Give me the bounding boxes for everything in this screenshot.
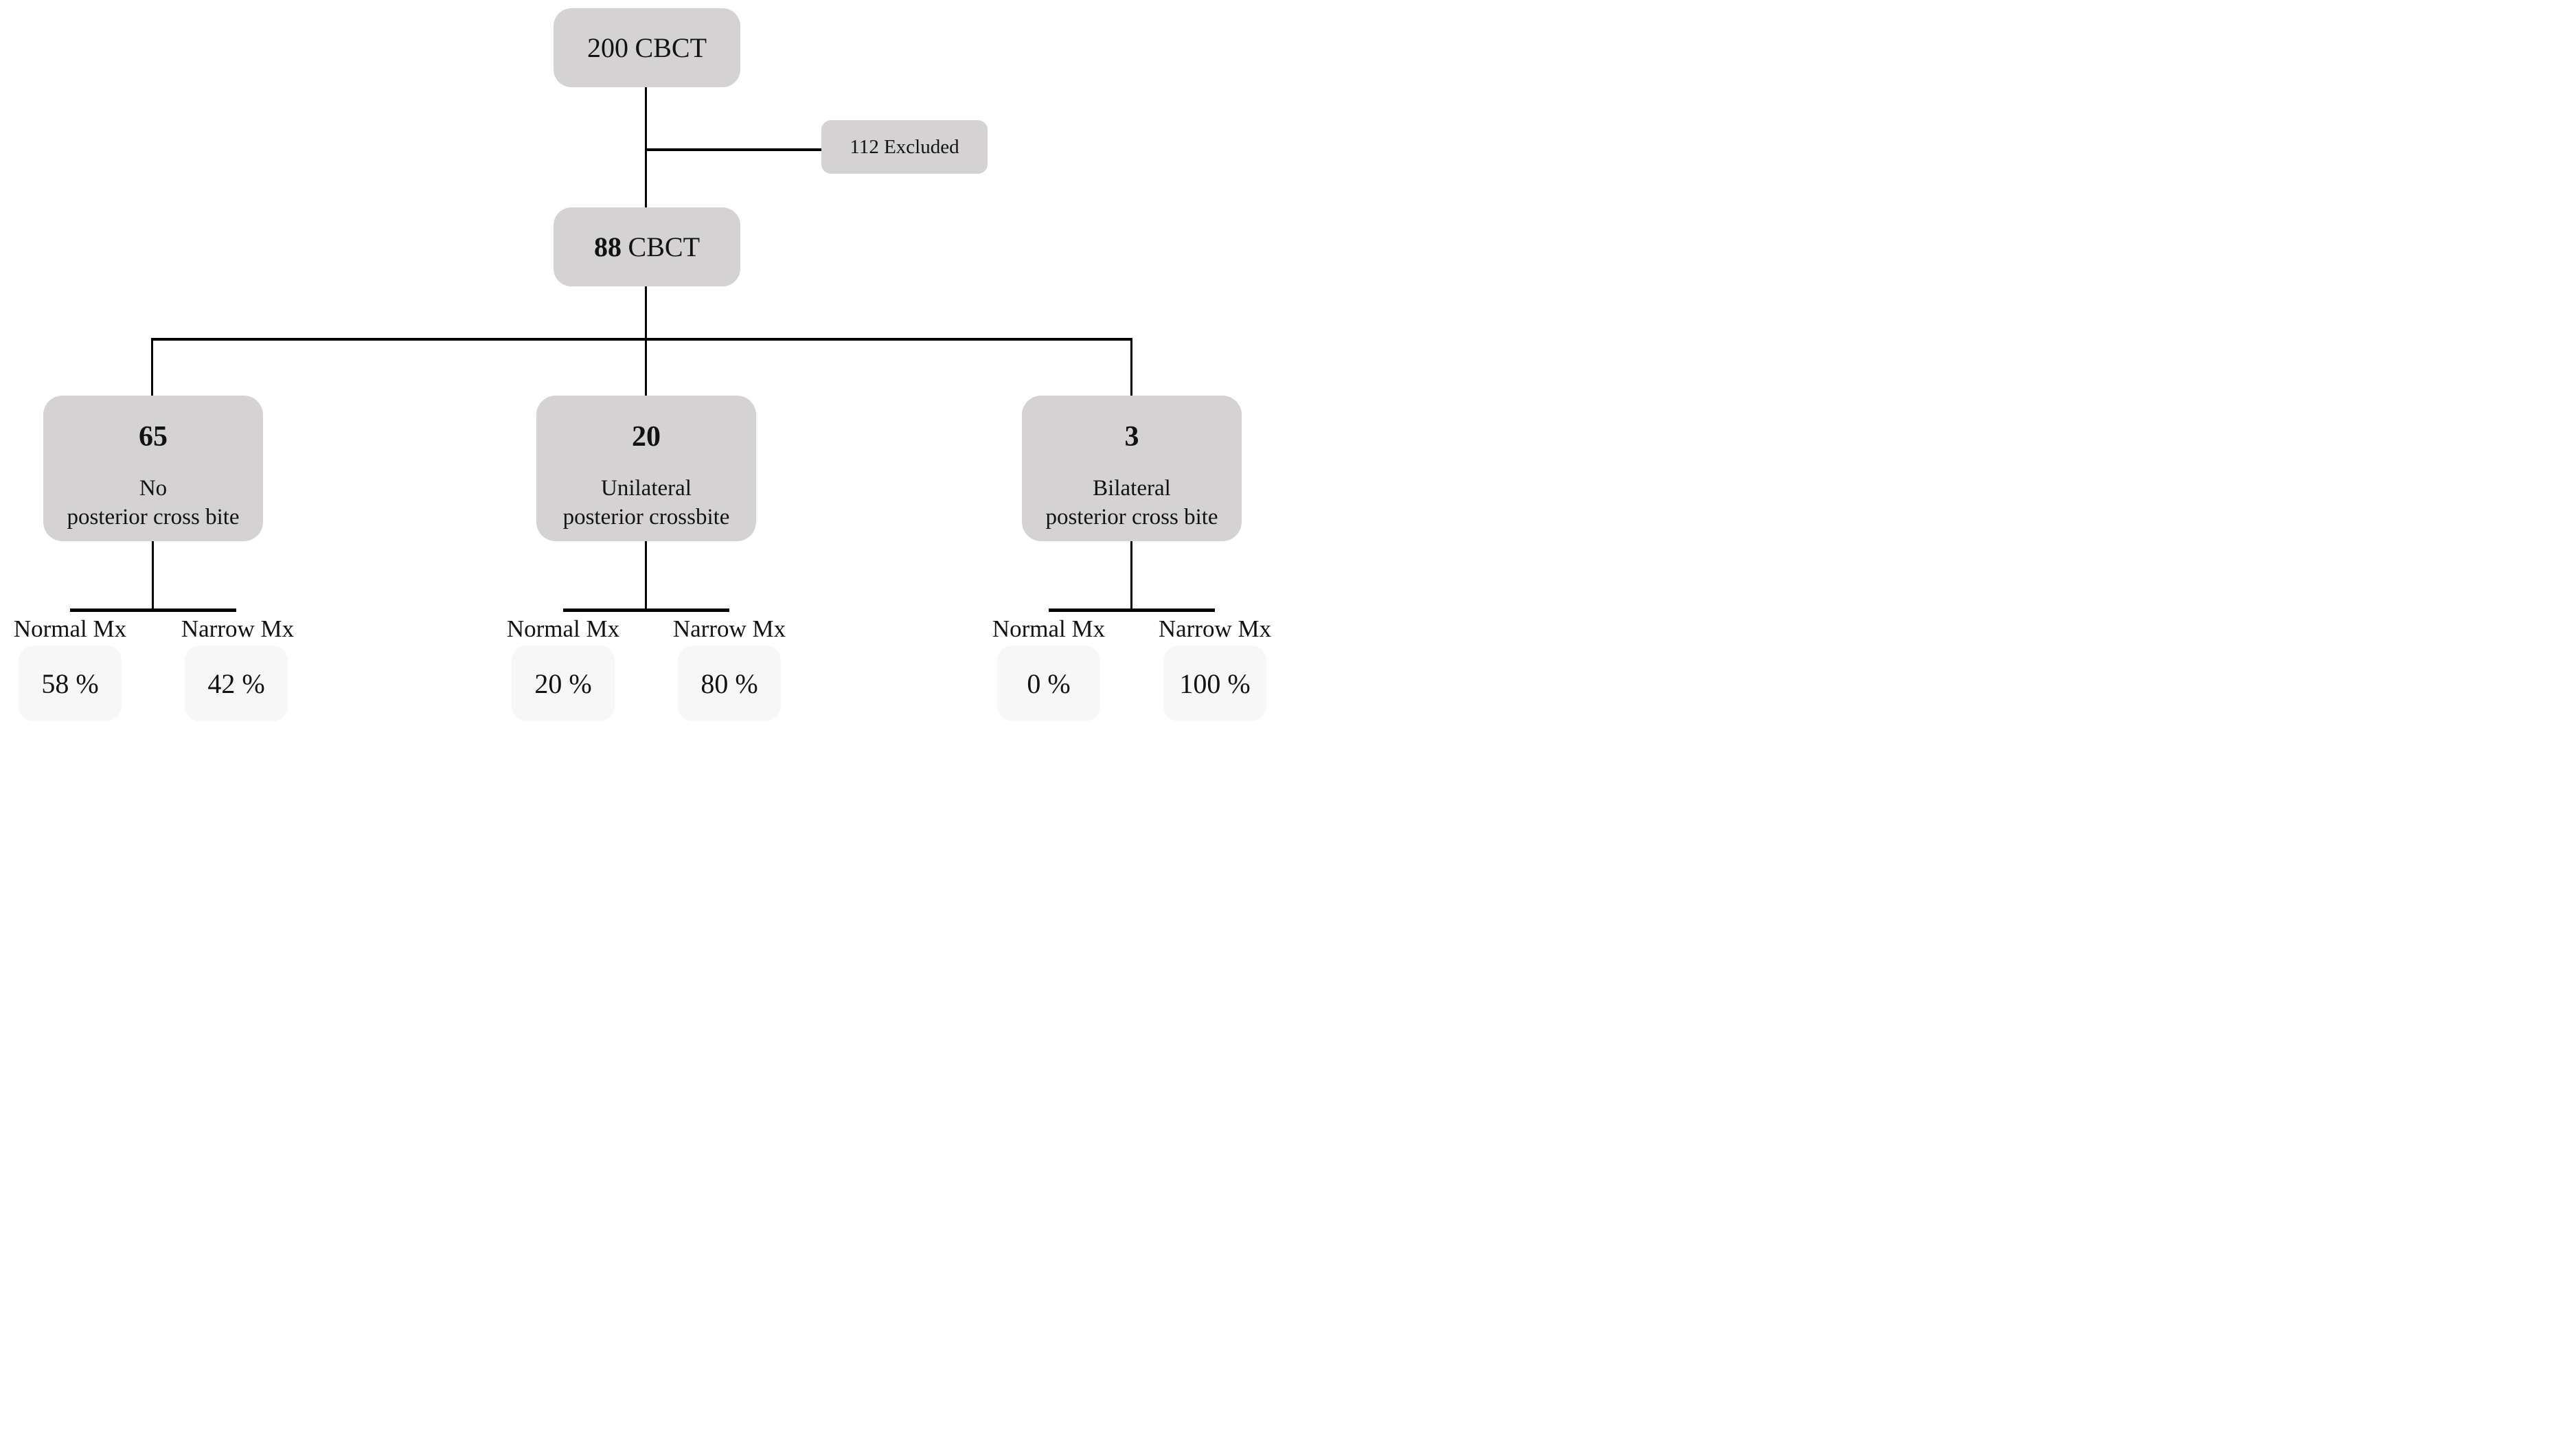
outcome-label-normal: Normal Mx (13, 615, 127, 642)
branch-label: Unilateral posterior crossbite (563, 474, 730, 532)
connector-to-excluded (646, 148, 822, 151)
percent-box-narrow: 42 % (185, 646, 288, 721)
percent-value: 42 % (207, 668, 265, 699)
percent-box-normal: 20 % (512, 646, 615, 721)
fork-horizontal-line (152, 338, 1132, 341)
percent-value: 58 % (41, 668, 99, 699)
branch2-drop-line (645, 541, 647, 610)
branch3-drop-line (1130, 541, 1132, 610)
outcome-label-narrow: Narrow Mx (1158, 615, 1272, 642)
branch-label: Bilateral posterior cross bite (1045, 474, 1218, 532)
branch-count: 3 (1124, 421, 1139, 453)
fork-right-drop (1130, 338, 1132, 396)
branch-count: 65 (139, 421, 168, 453)
branch3-t-bar (1049, 608, 1215, 612)
node-excluded: 112 Excluded (821, 120, 988, 174)
outcome-label-normal: Normal Mx (992, 615, 1106, 642)
node-branch-bilateral: 3 Bilateral posterior cross bite (1022, 396, 1242, 541)
branch-label-line1: Unilateral (601, 475, 692, 501)
branch-label-line2: posterior cross bite (67, 504, 240, 530)
branch-label-line2: posterior cross bite (1045, 504, 1218, 530)
total-count: 200 (586, 32, 628, 63)
outcome-label-normal: Normal Mx (506, 615, 620, 642)
percent-box-narrow: 80 % (678, 646, 781, 721)
branch-label: No posterior cross bite (67, 474, 239, 532)
branch1-drop-line (152, 541, 154, 610)
percent-value: 100 % (1179, 668, 1251, 699)
percent-box-normal: 58 % (19, 646, 122, 721)
included-unit: CBCT (628, 231, 700, 262)
outcome-label-narrow: Narrow Mx (672, 615, 786, 642)
fork-left-drop (151, 338, 153, 396)
branch-label-line1: Bilateral (1093, 475, 1171, 501)
percent-value: 80 % (700, 668, 758, 699)
percent-box-narrow: 100 % (1163, 646, 1266, 721)
branch-label-line1: No (139, 475, 168, 501)
percent-value: 0 % (1027, 668, 1071, 699)
branch1-t-bar (70, 608, 236, 612)
percent-value: 20 % (534, 668, 592, 699)
percent-box-normal: 0 % (997, 646, 1100, 721)
outcome-label-narrow: Narrow Mx (181, 615, 295, 642)
branch2-t-bar (563, 608, 729, 612)
connector-included-to-middle (645, 286, 647, 396)
connector-root-to-included (645, 87, 647, 207)
branch-label-line2: posterior crossbite (562, 504, 730, 530)
node-branch-no-crossbite: 65 No posterior cross bite (43, 396, 263, 541)
branch-count: 20 (632, 421, 661, 453)
included-count: 88 (593, 231, 622, 262)
total-unit: CBCT (635, 32, 707, 63)
excluded-text: 112 Excluded (850, 135, 959, 158)
node-branch-unilateral: 20 Unilateral posterior crossbite (536, 396, 756, 541)
